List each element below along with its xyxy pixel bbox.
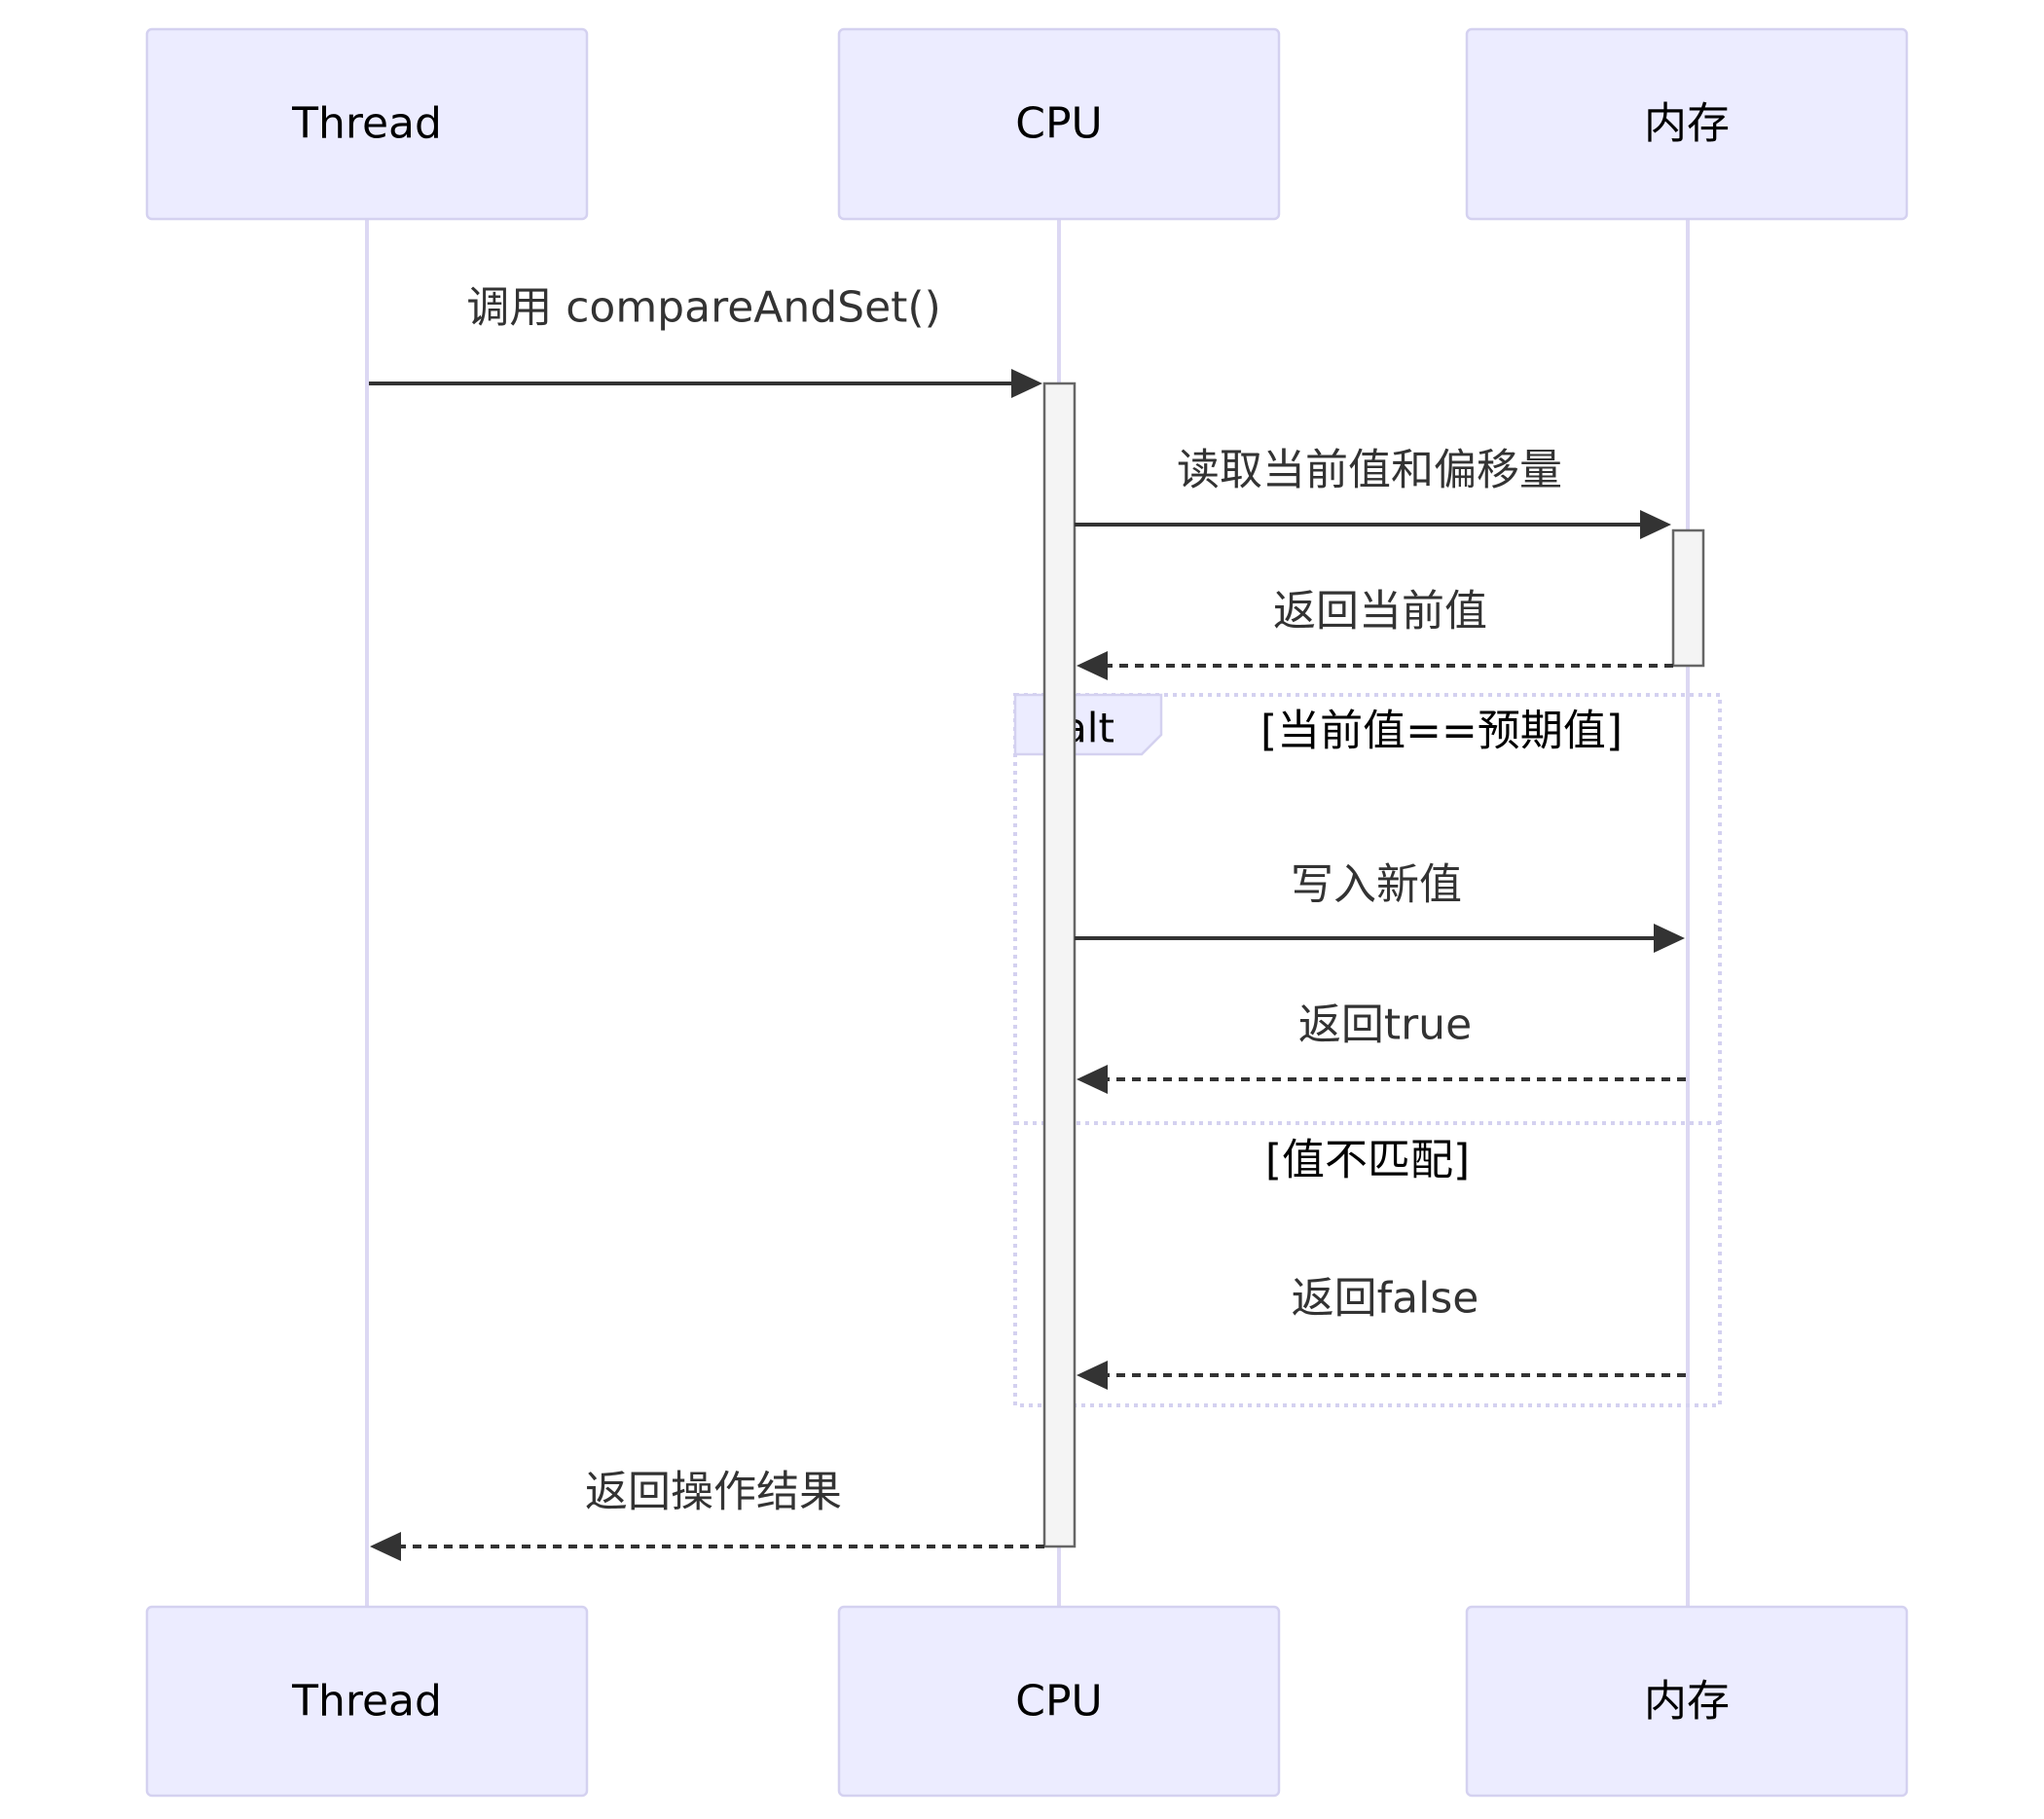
alt-condition-2: [值不匹配] — [1265, 1136, 1470, 1185]
actor-bottom-cpu: CPU — [837, 1605, 1281, 1798]
activation-cpu — [1042, 382, 1077, 1548]
actor-label: Thread — [291, 1677, 442, 1727]
actor-bottom-thread: Thread — [145, 1605, 589, 1798]
actor-label: Thread — [291, 99, 442, 149]
message-label: 返回当前值 — [1273, 587, 1487, 637]
actor-bottom-memory: 内存 — [1465, 1605, 1909, 1798]
message-label: 返回true — [1298, 1000, 1472, 1050]
actor-label: CPU — [1015, 99, 1102, 149]
message-label: 返回false — [1292, 1274, 1479, 1324]
arrowhead-icon — [1654, 924, 1685, 953]
actor-label: 内存 — [1644, 99, 1730, 149]
message-label: 调用 compareAndSet() — [466, 283, 941, 333]
actor-top-memory: 内存 — [1465, 27, 1909, 221]
alt-block: alt [当前值==预期值] [值不匹配] — [1013, 693, 1722, 1407]
arrowhead-icon — [1077, 1361, 1108, 1390]
alt-frame — [1013, 693, 1722, 1407]
message-call-cas: 调用 compareAndSet() — [369, 283, 1042, 398]
arrowhead-icon — [1640, 510, 1671, 539]
actor-top-thread: Thread — [145, 27, 589, 221]
message-label: 返回操作结果 — [585, 1468, 842, 1517]
message-return-false: 返回false — [1077, 1274, 1686, 1390]
message-write-new: 写入新值 — [1075, 860, 1685, 953]
message-return-result: 返回操作结果 — [370, 1468, 1044, 1561]
message-label: 读取当前值和偏移量 — [1177, 446, 1562, 495]
actor-top-cpu: CPU — [837, 27, 1281, 221]
message-read-value: 读取当前值和偏移量 — [1075, 446, 1671, 539]
actor-label: CPU — [1015, 1677, 1102, 1727]
arrowhead-icon — [1077, 1065, 1108, 1094]
message-label: 写入新值 — [1291, 860, 1462, 910]
message-return-true: 返回true — [1077, 1000, 1686, 1094]
arrowhead-icon — [370, 1532, 401, 1561]
message-return-current: 返回当前值 — [1077, 587, 1673, 680]
activation-memory — [1671, 528, 1705, 668]
arrowhead-icon — [1011, 369, 1042, 398]
arrowhead-icon — [1077, 651, 1108, 680]
actor-label: 内存 — [1644, 1677, 1730, 1727]
alt-condition-1: [当前值==预期值] — [1260, 707, 1623, 756]
